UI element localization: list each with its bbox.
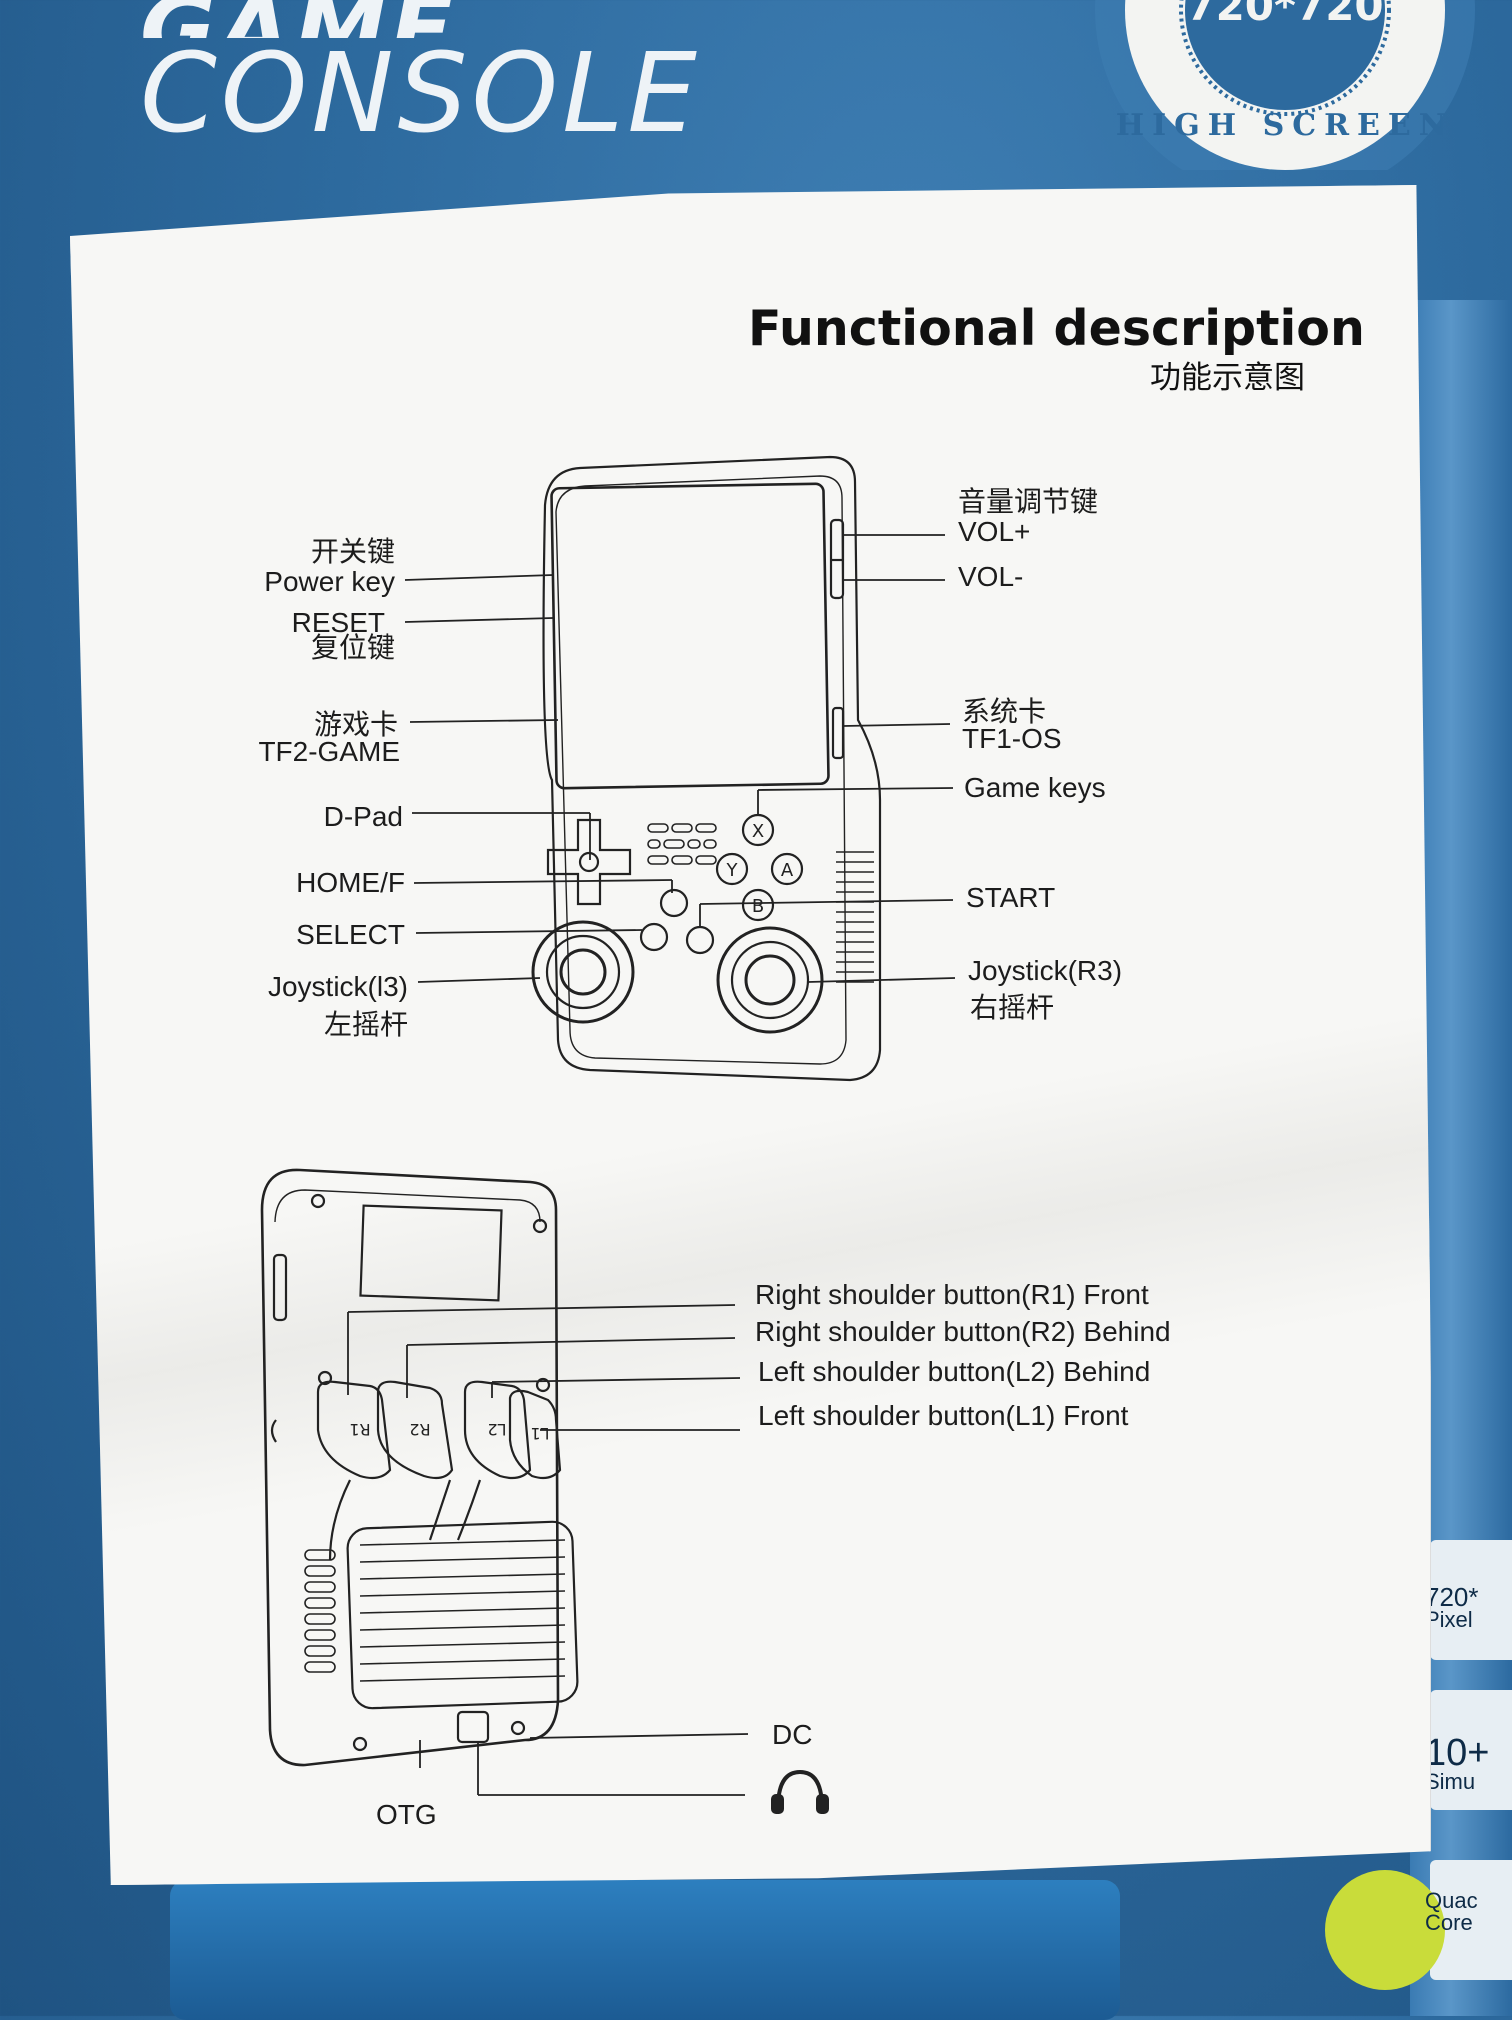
vol-down-label: VOL-: [958, 561, 1024, 592]
menu-buttons-drawing: [647, 823, 717, 865]
front-speaker-grille: [836, 851, 874, 983]
box-title: GAME CONSOLE: [140, 0, 701, 148]
reset-label-cn: 复位键: [310, 632, 395, 663]
manual-title: Functional description: [748, 300, 1365, 357]
dpad-label: D-Pad: [323, 801, 403, 832]
face-buttons-drawing: [715, 813, 804, 922]
tf1-label-cn: 系统卡: [962, 696, 1047, 727]
l1-label: Left shoulder button(L1) Front: [758, 1400, 1129, 1431]
joystick-r3-label-cn: 右摇杆: [970, 992, 1055, 1023]
badge-resolution: 720*720: [1186, 0, 1383, 30]
tf2-label-cn: 游戏卡: [313, 709, 398, 740]
side-feature-caption: Core: [1425, 1910, 1473, 1934]
box-title-bottom: CONSOLE: [140, 29, 701, 157]
joystick-l3-label: Joystick(l3): [267, 971, 408, 1002]
r1-label: Right shoulder button(R1) Front: [755, 1279, 1149, 1310]
game-keys-label: Game keys: [964, 772, 1106, 803]
tf2-game-label: TF2-GAME: [258, 736, 400, 767]
r2-label: Right shoulder button(R2) Behind: [755, 1316, 1171, 1347]
circuit-icon: [1325, 1870, 1445, 1990]
side-panel-bg-2: [1430, 1690, 1512, 1810]
button-b-letter: B: [752, 896, 764, 917]
reset-label: RESET: [291, 607, 385, 638]
side-feature-1: 720* Pixel: [1425, 1585, 1512, 1631]
joystick-r3-label: Joystick(R3): [968, 955, 1123, 986]
front-callout-lines: [404, 534, 956, 983]
box-title-top: GAME: [140, 0, 701, 38]
power-key-label: Power key: [264, 566, 395, 597]
shoulder-mark-r1: R1: [349, 1420, 370, 1439]
manual-subtitle: 功能示意图: [1150, 360, 1305, 396]
joystick-l3-label-cn: 左摇杆: [323, 1009, 408, 1040]
side-feature-2: 10+ Simu: [1425, 1735, 1512, 1793]
shoulder-mark-l2: L2: [487, 1420, 506, 1439]
manual-sheet: [70, 185, 1430, 1885]
sheet-crease-shadow: [70, 185, 1430, 1885]
side-feature-caption: Simu: [1425, 1769, 1476, 1793]
button-x-letter: X: [752, 821, 764, 842]
start-label: START: [966, 882, 1056, 913]
front-device-outline: [542, 455, 882, 1082]
button-a-letter: A: [781, 860, 794, 881]
back-callout-lines: [347, 1304, 749, 1796]
dpad-drawing: [546, 818, 632, 906]
left-joystick-drawing: [531, 920, 635, 1024]
home-label: HOME/F: [296, 867, 405, 898]
otg-label: OTG: [376, 1799, 437, 1830]
right-joystick-drawing: [716, 926, 824, 1034]
side-feature-3: Quac Core: [1425, 1890, 1512, 1934]
volume-label-cn: 音量调节键: [958, 486, 1099, 517]
side-feature-caption: Pixel: [1425, 1607, 1473, 1631]
badge-arc-text: HIGH SCREEN: [1116, 108, 1454, 143]
back-speaker-grille: [304, 1539, 566, 1682]
side-feature-value: Quac: [1425, 1890, 1478, 1913]
side-panel-bg-1: [1430, 1540, 1512, 1660]
button-y-letter: Y: [726, 860, 739, 881]
l2-label: Left shoulder button(L2) Behind: [758, 1356, 1151, 1387]
power-key-label-cn: 开关键: [310, 536, 395, 567]
shoulder-button-marks: R1 R2 L2 L1: [349, 1420, 549, 1443]
back-device-outline: [260, 1168, 579, 1767]
shoulder-mark-l1: L1: [530, 1424, 549, 1443]
side-feature-value: 720*: [1425, 1585, 1479, 1612]
tf1-os-label: TF1-OS: [962, 723, 1062, 754]
vol-up-label: VOL+: [958, 516, 1031, 547]
side-feature-value: 10+: [1425, 1735, 1490, 1774]
resolution-badge: 720*720 HIGH SCREEN: [1095, 0, 1475, 170]
shoulder-mark-r2: R2: [409, 1420, 430, 1439]
select-label: SELECT: [296, 919, 405, 950]
dc-label: DC: [772, 1719, 813, 1750]
headphone-icon: [771, 1769, 829, 1814]
box-device-photo: [170, 1880, 1120, 2020]
face-button-letters: X Y A B: [726, 821, 794, 917]
